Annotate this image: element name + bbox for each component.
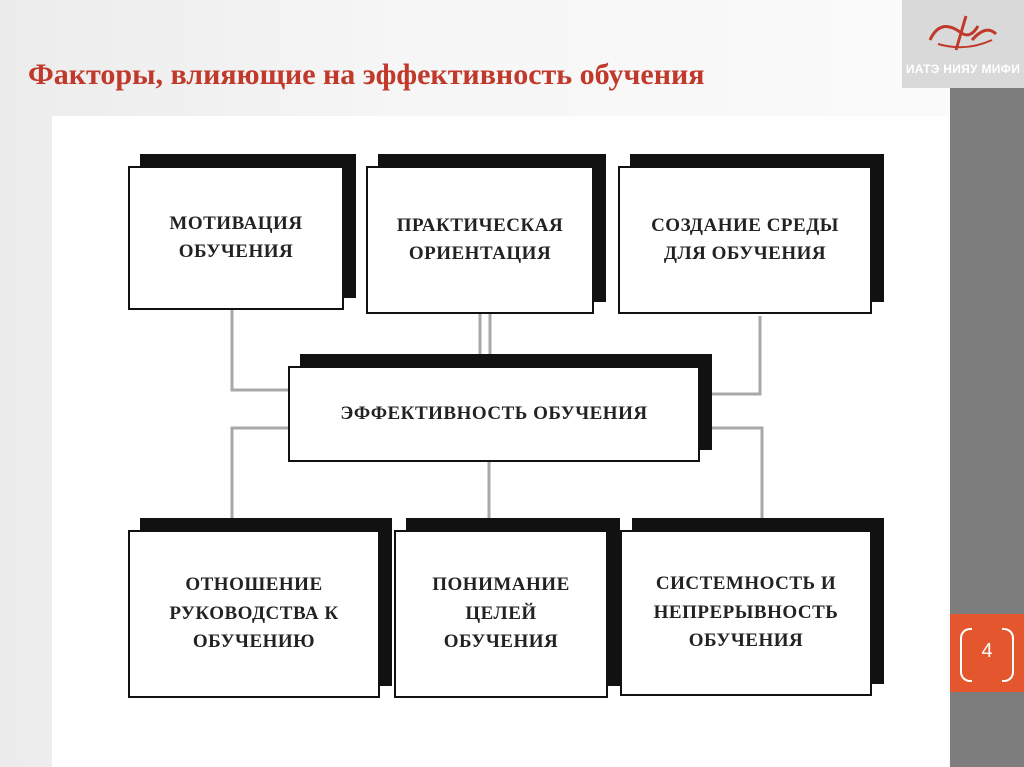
center-box-effectiveness: ЭФФЕКТИВНОСТЬ ОБУЧЕНИЯ [288,366,700,462]
factor-box-practical: ПРАКТИЧЕСКАЯ ОРИЕНТАЦИЯ [366,166,594,314]
factor-label: МОТИВАЦИЯ ОБУЧЕНИЯ [169,212,303,263]
connector-motivation [230,310,292,392]
factor-box-motivation: МОТИВАЦИЯ ОБУЧЕНИЯ [128,166,344,310]
connector-environment [700,316,762,396]
factor-label: ПРАКТИЧЕСКАЯ ОРИЕНТАЦИЯ [396,214,564,265]
logo-panel: ИАТЭ НИЯУ МИФИ [902,0,1024,88]
factor-box-management: ОТНОШЕНИЕ РУКОВОДСТВА К ОБУЧЕНИЮ [128,530,380,698]
factor-box-environment: СОЗДАНИЕ СРЕДЫ ДЛЯ ОБУЧЕНИЯ [618,166,872,314]
factor-label: СИСТЕМНОСТЬ И НЕПРЕРЫВНОСТЬ ОБУЧЕНИЯ [653,573,839,652]
page-bracket-left [960,628,972,682]
center-label: ЭФФЕКТИВНОСТЬ ОБУЧЕНИЯ [340,402,648,424]
institute-logo-icon [928,15,998,51]
page-bracket-right [1002,628,1014,682]
factor-box-goals: ПОНИМАНИЕ ЦЕЛЕЙ ОБУЧЕНИЯ [394,530,608,698]
page-number: 4 [981,640,993,662]
factor-label: СОЗДАНИЕ СРЕДЫ ДЛЯ ОБУЧЕНИЯ [651,214,839,265]
connector-systemic [700,426,764,528]
factor-label: ПОНИМАНИЕ ЦЕЛЕЙ ОБУЧЕНИЯ [432,574,570,653]
slide-title: Факторы, влияющие на эффективность обуче… [28,58,705,91]
connector-management [230,426,292,528]
factor-box-systemic: СИСТЕМНОСТЬ И НЕПРЕРЫВНОСТЬ ОБУЧЕНИЯ [620,530,872,696]
factor-label: ОТНОШЕНИЕ РУКОВОДСТВА К ОБУЧЕНИЮ [169,574,339,653]
page-number-tab: 4 [950,614,1024,692]
logo-text: ИАТЭ НИЯУ МИФИ [905,62,1021,76]
